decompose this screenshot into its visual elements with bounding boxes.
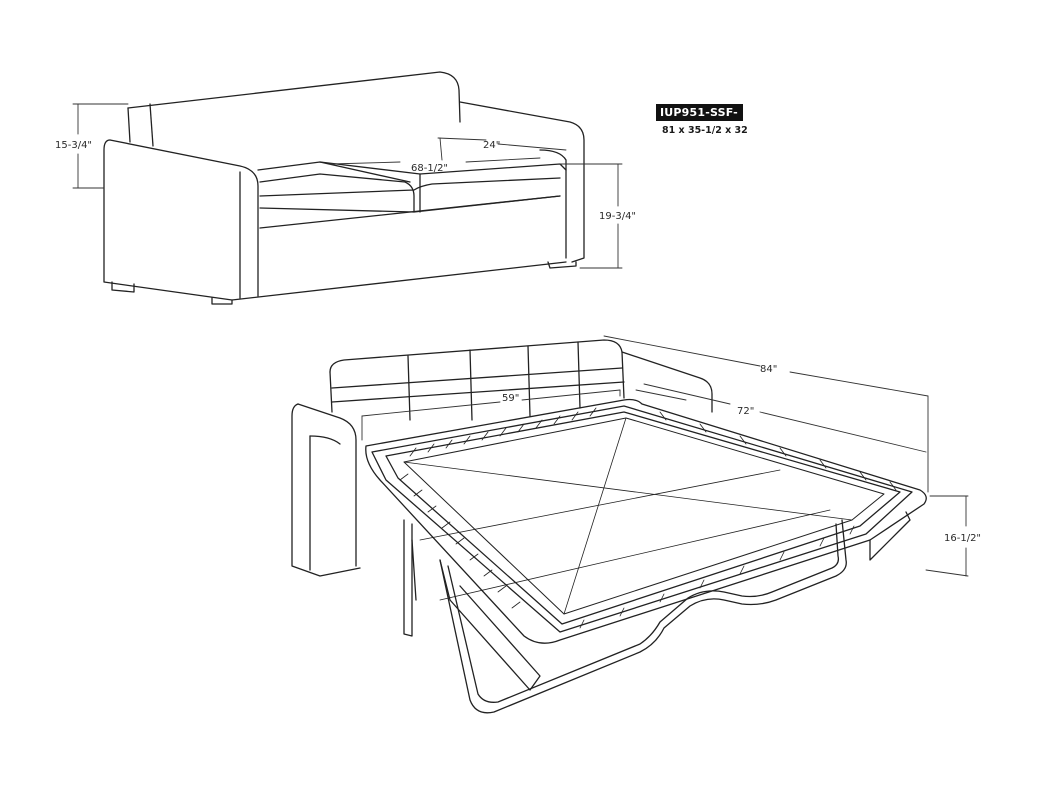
- overall-size: 81 x 35-1/2 x 32: [662, 125, 748, 136]
- dim-back-height: 15-3/4": [55, 140, 92, 151]
- sleeper-dimension-lines: [361, 335, 969, 577]
- product-code: IUP951-SSF-: [660, 106, 738, 119]
- dim-frame-height: 16-1/2": [944, 533, 981, 544]
- dim-open-length: 84": [760, 364, 777, 375]
- dim-mattress-width: 59": [502, 393, 519, 404]
- dim-mattress-length: 72": [737, 406, 754, 417]
- product-code-label: [656, 104, 743, 121]
- dim-seat-depth: 24": [483, 140, 500, 151]
- dim-seat-height: 19-3/4": [599, 211, 636, 222]
- sofa-dimension-lines: [72, 103, 623, 269]
- sofa-closed: [103, 71, 585, 305]
- dim-seat-width: 68-1/2": [411, 163, 448, 174]
- sleeper-open: [291, 339, 927, 714]
